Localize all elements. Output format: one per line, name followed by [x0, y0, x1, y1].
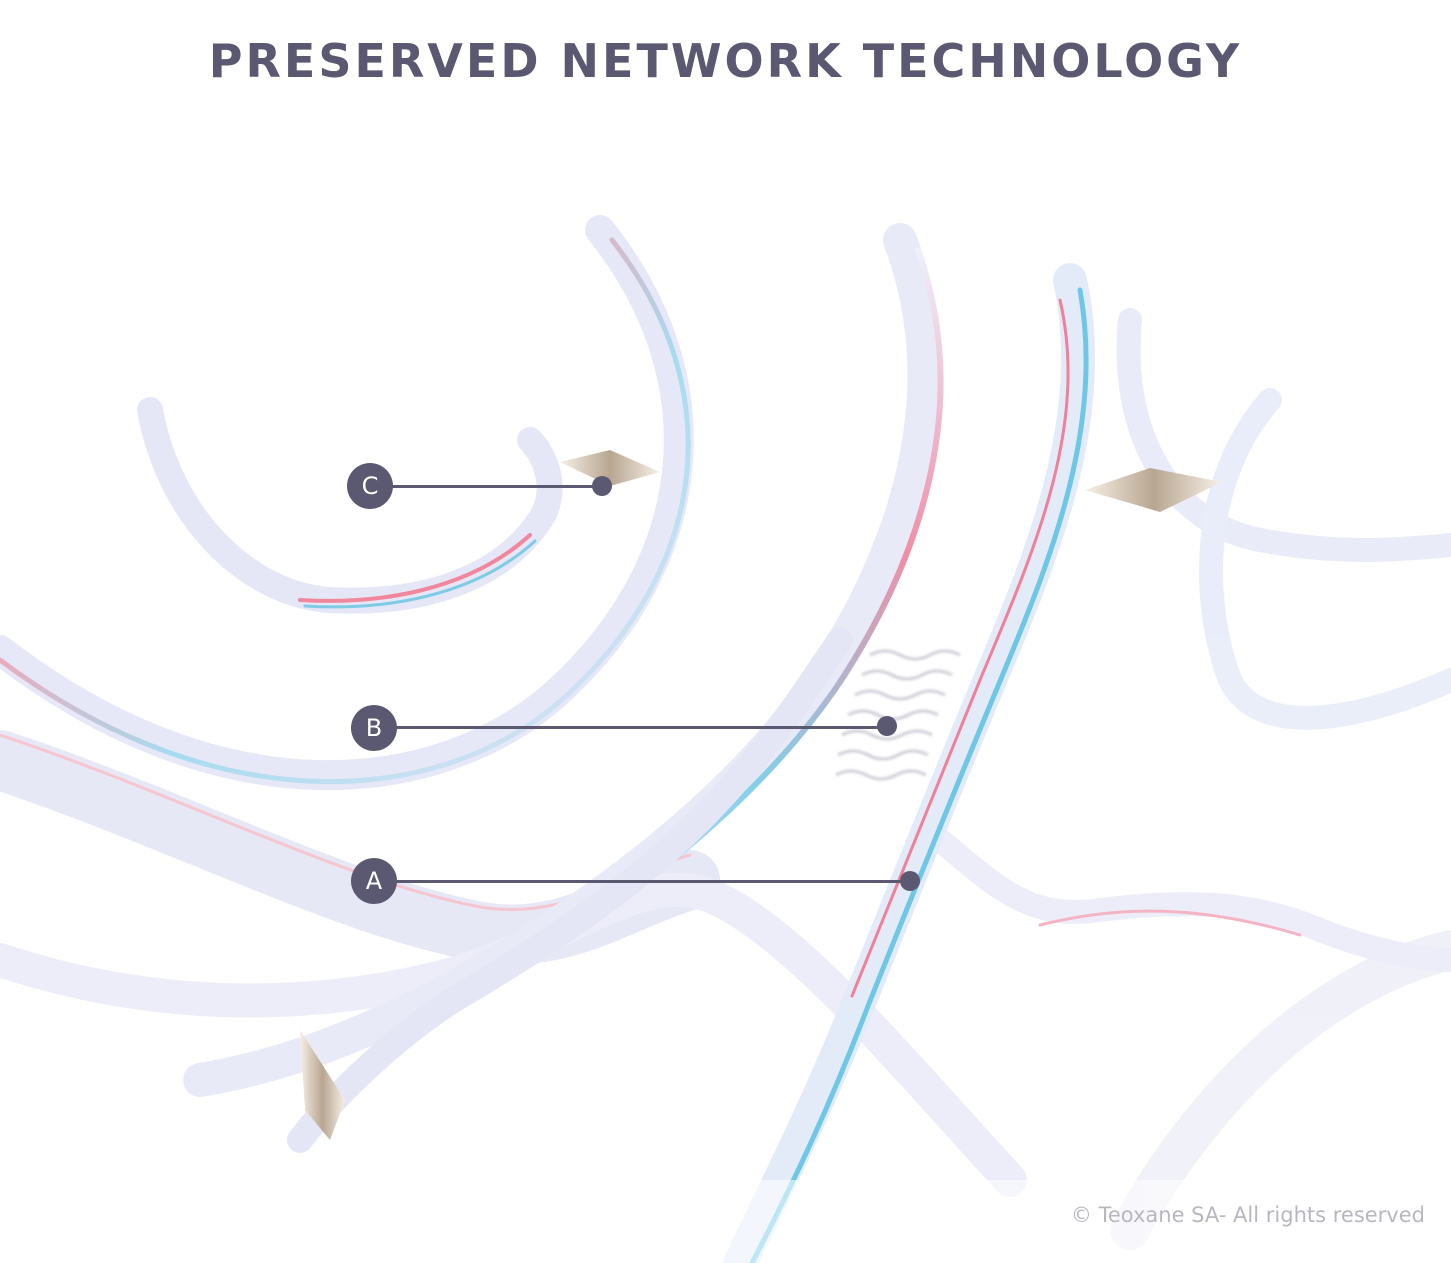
- fiber-right-strand: [723, 263, 1096, 1263]
- callout-a-badge: A: [351, 858, 397, 904]
- fiber-central-strand: [183, 223, 944, 1153]
- callout-c-badge: C: [347, 463, 393, 509]
- callout-a-leader-line: [395, 880, 910, 883]
- fiber-outer-arc: [0, 215, 694, 790]
- crosslink-ripples: [835, 649, 961, 781]
- callout-b-badge: B: [351, 705, 397, 751]
- fiber-far-right: [1116, 308, 1451, 730]
- page-title: PRESERVED NETWORK TECHNOLOGY: [208, 34, 1243, 88]
- edge-fade: [0, 1180, 1451, 1263]
- spike-upper-left: [560, 450, 660, 486]
- callout-b-pointer-dot: [877, 716, 897, 736]
- fiber-right-wave-accent: [1038, 909, 1302, 937]
- spike-group: [300, 450, 1222, 1140]
- fiber-inner-hook: [137, 397, 563, 614]
- fiber-bottom-right-arc: [1110, 930, 1451, 1250]
- callout-c-pointer-dot: [592, 476, 612, 496]
- copyright-notice: © Teoxane SA- All rights reserved: [1070, 1203, 1425, 1227]
- spike-lower-left: [300, 1030, 345, 1140]
- callout-b-leader-line: [395, 726, 887, 729]
- callout-c-leader-line: [390, 485, 602, 488]
- callout-a-pointer-dot: [900, 871, 920, 891]
- spike-right: [1085, 468, 1222, 512]
- fiber-right-wave: [928, 828, 1451, 972]
